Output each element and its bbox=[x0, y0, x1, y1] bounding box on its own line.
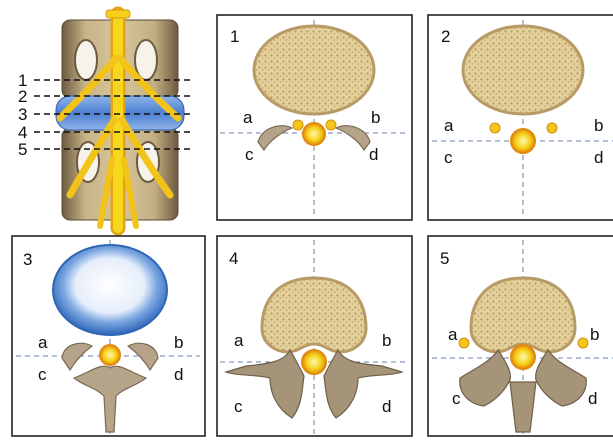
label-c: c bbox=[234, 397, 243, 416]
label-d: d bbox=[369, 145, 378, 164]
label-b: b bbox=[590, 325, 599, 344]
spine-overview: 1 2 3 4 5 bbox=[18, 10, 190, 228]
cross-section-panel-4: 4 a b c d bbox=[217, 236, 412, 436]
label-c: c bbox=[444, 148, 453, 167]
label-b: b bbox=[594, 116, 603, 135]
vertebral-body bbox=[463, 26, 583, 114]
panel-3-number: 3 bbox=[23, 250, 32, 269]
label-c: c bbox=[245, 145, 254, 164]
cross-section-panel-5: 5 a b c d bbox=[428, 236, 613, 436]
spinal-cord bbox=[302, 350, 326, 374]
spinal-cord bbox=[100, 345, 120, 365]
nerve-root-a bbox=[293, 120, 303, 130]
label-d: d bbox=[174, 365, 183, 384]
vertebral-body bbox=[254, 26, 374, 114]
spinal-cord bbox=[511, 345, 535, 369]
panel-1-number: 1 bbox=[230, 27, 239, 46]
label-b: b bbox=[371, 108, 380, 127]
label-b: b bbox=[382, 331, 391, 350]
vertebral-body bbox=[262, 278, 366, 352]
label-d: d bbox=[588, 389, 597, 408]
nerve-root-b bbox=[578, 338, 588, 348]
label-a: a bbox=[448, 325, 458, 344]
label-a: a bbox=[38, 333, 48, 352]
label-a: a bbox=[444, 116, 454, 135]
nerve-root-b bbox=[547, 123, 557, 133]
cross-section-panel-1: 1 a b c d bbox=[217, 15, 412, 220]
label-d: d bbox=[382, 397, 391, 416]
nerve-root-a bbox=[459, 338, 469, 348]
label-c: c bbox=[38, 365, 47, 384]
spinal-cord bbox=[303, 123, 325, 145]
label-d: d bbox=[594, 148, 603, 167]
level-label-3: 3 bbox=[18, 105, 27, 124]
cross-section-panel-3: 3 a b c d bbox=[12, 236, 205, 436]
panel-4-number: 4 bbox=[229, 249, 238, 268]
level-label-5: 5 bbox=[18, 140, 27, 159]
cord-top-cap bbox=[106, 10, 130, 18]
cross-section-panel-2: 2 a b c d bbox=[428, 15, 613, 220]
spinal-cord bbox=[511, 129, 535, 153]
label-a: a bbox=[234, 331, 244, 350]
foramen-left-upper bbox=[75, 40, 97, 80]
nerve-root-a bbox=[490, 123, 500, 133]
label-b: b bbox=[174, 333, 183, 352]
vertebral-body bbox=[471, 278, 575, 352]
label-a: a bbox=[243, 108, 253, 127]
panel-2-number: 2 bbox=[441, 27, 450, 46]
nerve-root-b bbox=[326, 120, 336, 130]
panel-5-number: 5 bbox=[440, 249, 449, 268]
intervertebral-disc bbox=[53, 245, 167, 335]
level-label-2: 2 bbox=[18, 87, 27, 106]
label-c: c bbox=[452, 389, 461, 408]
